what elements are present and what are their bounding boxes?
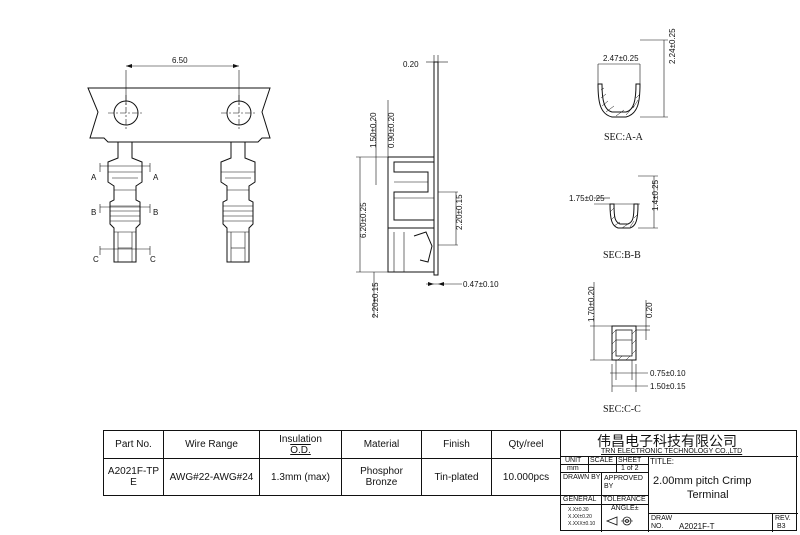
side-dim-4: 2.20±0.15 <box>371 282 380 318</box>
terminal-right <box>220 142 256 263</box>
side-dim-1: 1.50±0.20 <box>369 112 378 148</box>
title-label: TITLE: <box>650 457 675 466</box>
drawing-title-line1: 2.00mm pitch Crimp <box>653 475 752 487</box>
sec-cc-label: SEC:C-C <box>603 404 641 415</box>
section-mark-c-right: C <box>150 255 156 264</box>
sheet-label: SHEET <box>618 457 642 464</box>
tolerance-1: X.X±0.30 <box>568 507 589 513</box>
terminal-left <box>107 142 143 263</box>
sec-cc-inner: 0.75±0.10 <box>650 369 686 378</box>
section-mark-c-left: C <box>93 255 99 264</box>
approved-by-label-1: APPROVED <box>604 475 643 482</box>
draw-no-label-1: DRAW <box>651 515 673 522</box>
draw-no-value: A2021F-T <box>679 522 715 531</box>
section-mark-b-left: B <box>91 208 96 217</box>
header-finish: Finish <box>421 430 492 459</box>
cell-material: Phosphor Bronze <box>341 458 422 496</box>
sec-bb-label: SEC:B-B <box>603 250 641 261</box>
sec-bb-width: 1.75±0.25 <box>569 194 605 203</box>
header-material: Material <box>341 430 422 459</box>
cell-qty: 10.000pcs <box>491 458 561 496</box>
cell-insulation: 1.3mm (max) <box>259 458 342 496</box>
sec-aa-label: SEC:A-A <box>604 132 644 143</box>
approved-by-label-2: BY <box>604 483 614 490</box>
cell-part-no: A2021F-TPE <box>103 458 164 496</box>
header-insulation-line2: O.D. <box>290 444 311 456</box>
header-insulation-line1: Insulation <box>279 433 322 445</box>
tolerance-3: X.XXX±0.10 <box>568 521 596 527</box>
header-part-no: Part No. <box>103 430 164 459</box>
sec-cc-height: 1.70±0.20 <box>587 286 596 322</box>
company-en: TRN ELECTRONIC TECHNOLOGY CO.,LTD <box>601 448 743 455</box>
angle-label: ANGLE± <box>611 505 639 512</box>
tolerance-2: X.XX±0.20 <box>568 514 592 520</box>
title-block: 伟昌电子科技有限公司 TRN ELECTRONIC TECHNOLOGY CO.… <box>560 430 798 532</box>
cell-wire-range: AWG#22-AWG#24 <box>163 458 260 496</box>
drawing-title-line2: Terminal <box>687 489 729 501</box>
header-qty: Qty/reel <box>491 430 561 459</box>
unit-label: UNIT <box>565 457 582 464</box>
projection-symbol-icon <box>605 516 633 526</box>
section-a-a: 2.47±0.25 2.24±0.25 SEC:A-A <box>597 28 677 143</box>
side-dim-2: 0.90±0.20 <box>387 112 396 148</box>
side-dim-5: 0.47±0.10 <box>463 280 499 289</box>
side-dim-thickness: 0.20 <box>403 60 419 69</box>
section-mark-b-right: B <box>153 208 158 217</box>
draw-no-label-2: NO. <box>651 523 664 530</box>
sheet-value: 1 of 2 <box>621 465 639 472</box>
unit-value: mm <box>567 465 579 472</box>
cell-finish: Tin-plated <box>421 458 492 496</box>
section-b-b: 1.75±0.25 1.4±0.25 SEC:B-B <box>569 175 660 261</box>
section-mark-a-right: A <box>153 173 159 182</box>
table-row: A2021F-TPE AWG#22-AWG#24 1.3mm (max) Pho… <box>103 458 561 496</box>
drawn-by-label: DRAWN BY <box>563 474 601 481</box>
rev-value: B3 <box>777 523 786 530</box>
scale-label: SCALE <box>590 457 613 464</box>
sec-cc-wall: 0.20 <box>645 302 654 318</box>
sec-cc-outer: 1.50±0.15 <box>650 382 686 391</box>
section-mark-a-left: A <box>91 173 97 182</box>
sec-bb-height: 1.4±0.25 <box>651 179 660 211</box>
sec-aa-height: 2.24±0.25 <box>668 28 677 64</box>
side-dim-overall: 6.20±0.25 <box>359 202 368 238</box>
tolerance-label: TOLERANCE <box>603 496 646 503</box>
header-wire-range: Wire Range <box>163 430 260 459</box>
sec-aa-width: 2.47±0.25 <box>603 54 639 63</box>
front-view: 6.50 <box>87 56 271 264</box>
pitch-dim: 6.50 <box>172 56 188 65</box>
side-dim-3: 2.20±0.15 <box>455 194 464 230</box>
company-cn: 伟昌电子科技有限公司 <box>597 434 737 450</box>
side-view: 0.20 6.20±0.25 1.50±0.20 0.90±0.20 2.20±… <box>356 55 499 318</box>
section-c-c: 1.70±0.20 0.20 0.75±0.10 1.50±0.15 SEC:C… <box>587 282 686 415</box>
general-label: GENERAL <box>563 496 597 503</box>
rev-label: REV. <box>775 515 791 522</box>
